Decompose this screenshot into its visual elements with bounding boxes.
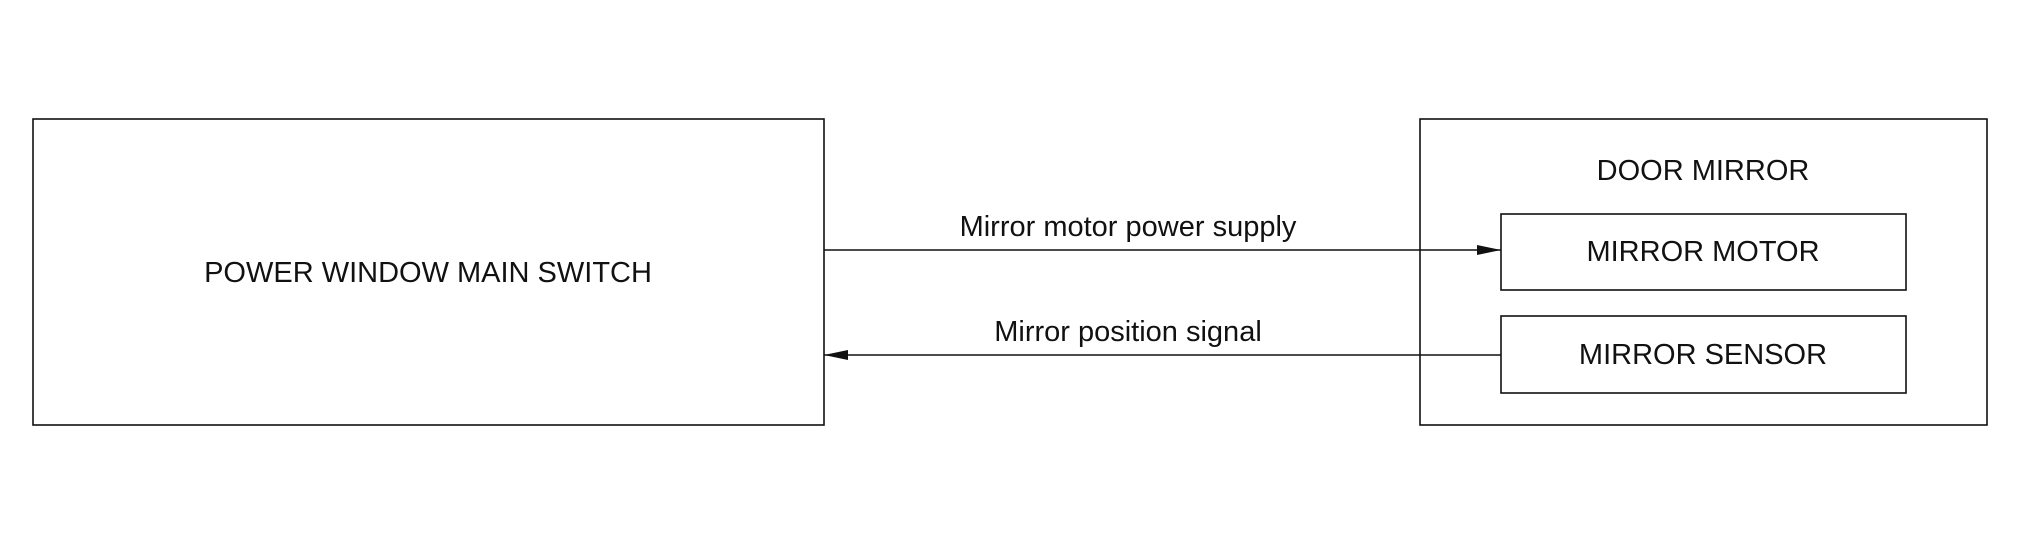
door-mirror-box xyxy=(1419,118,1988,426)
mirror-motor-box xyxy=(1500,213,1907,291)
mirror-motor-block: MIRROR MOTOR xyxy=(1500,213,1907,291)
position-signal-label: Mirror position signal xyxy=(994,316,1262,348)
main-switch-block: POWER WINDOW MAIN SWITCH xyxy=(32,118,825,426)
door-mirror-block: DOOR MIRROR MIRROR MOTOR MIRROR SENSOR xyxy=(1419,118,1988,426)
main-switch-label: POWER WINDOW MAIN SWITCH xyxy=(204,257,652,289)
mirror-sensor-block: MIRROR SENSOR xyxy=(1500,315,1907,394)
mirror-motor-label: MIRROR MOTOR xyxy=(1586,236,1819,268)
motor-power-label: Mirror motor power supply xyxy=(960,211,1297,243)
mirror-sensor-label: MIRROR SENSOR xyxy=(1579,339,1827,371)
motor-power-signal: Mirror motor power supply xyxy=(824,211,1501,255)
main-switch-box xyxy=(32,118,825,426)
position-signal: Mirror position signal xyxy=(824,316,1501,360)
door-mirror-label: DOOR MIRROR xyxy=(1597,155,1810,187)
